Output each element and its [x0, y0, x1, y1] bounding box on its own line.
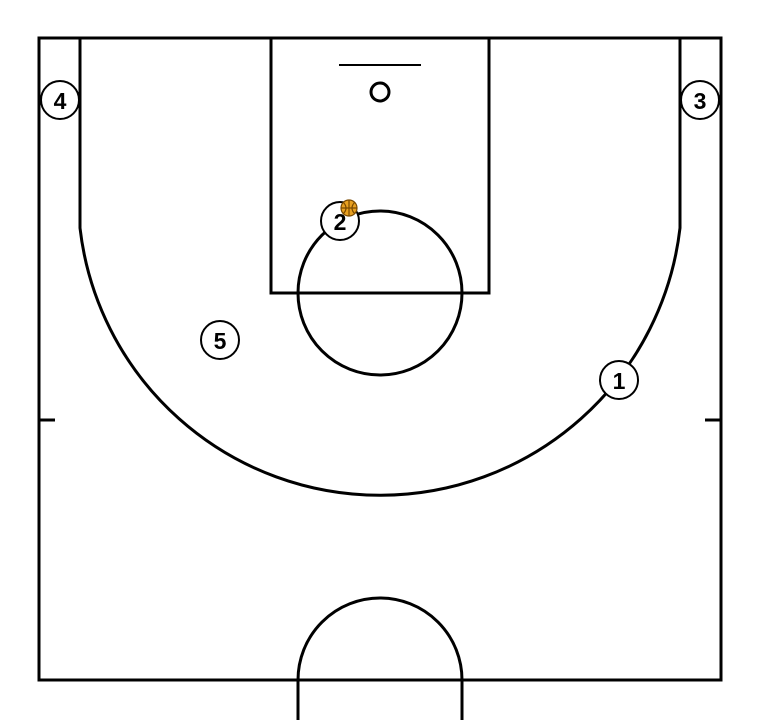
player-4[interactable]: 4: [40, 80, 80, 120]
player-2-label: 2: [334, 209, 347, 235]
player-1-label: 1: [613, 368, 626, 394]
player-3-label: 3: [694, 88, 707, 114]
player-3[interactable]: 3: [680, 80, 720, 120]
player-3-marker: [680, 80, 720, 120]
free-throw-circle: [296, 209, 464, 377]
player-5-marker: [200, 320, 240, 360]
court-boundary: [37, 36, 723, 682]
player-5-label: 5: [214, 328, 227, 354]
basketball-icon[interactable]: [340, 199, 358, 217]
player-1-marker: [599, 360, 639, 400]
center-circle: [296, 596, 464, 720]
three-point-line: [78, 38, 682, 497]
player-5[interactable]: 5: [200, 320, 240, 360]
player-1[interactable]: 1: [599, 360, 639, 400]
player-4-label: 4: [54, 88, 67, 114]
basketball-seams: [341, 200, 357, 216]
player-4-marker: [40, 80, 80, 120]
rim: [369, 81, 391, 103]
paint-lane: [269, 38, 491, 295]
